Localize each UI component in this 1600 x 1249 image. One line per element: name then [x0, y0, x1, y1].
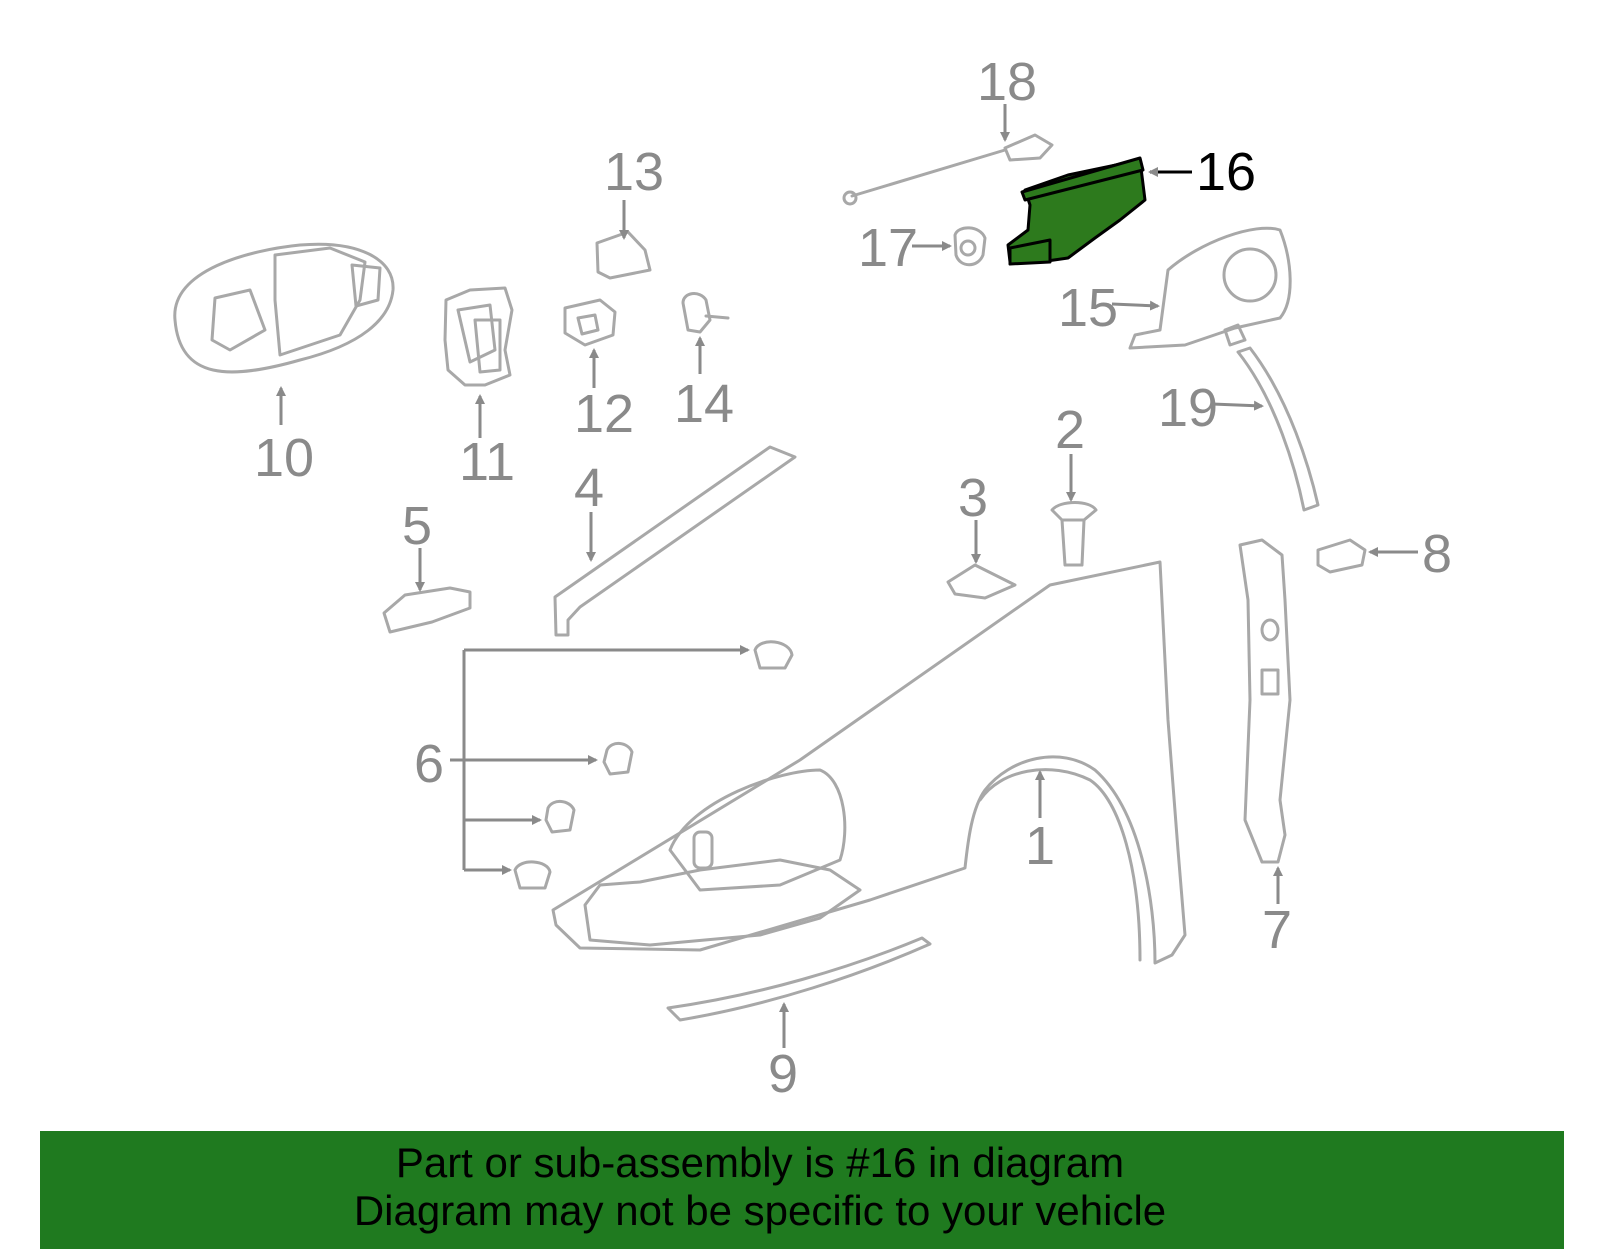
part-14-screw[interactable]: [681, 292, 730, 334]
callout-16: 16: [1196, 142, 1256, 202]
part-7-bracket[interactable]: [1238, 538, 1292, 864]
callout-6: 6: [414, 734, 444, 794]
part-5-bracket[interactable]: [382, 586, 472, 634]
callout-4: 4: [574, 458, 604, 518]
callout-1: 1: [1025, 816, 1055, 876]
part-3-nut-plate[interactable]: [946, 563, 1017, 600]
callout-10: 10: [254, 428, 314, 488]
callout-9: 9: [768, 1044, 798, 1104]
callout-2: 2: [1055, 400, 1085, 460]
banner-part-notice: Part or sub-assembly is #16 in diagram: [395, 1139, 1125, 1186]
part-4-strip[interactable]: [553, 445, 797, 637]
leader-6: [450, 645, 750, 875]
part-10-cover-panel[interactable]: [173, 242, 395, 374]
callout-12: 12: [574, 384, 634, 444]
leader-15: [1111, 300, 1160, 311]
part-19-seal[interactable]: [1236, 346, 1320, 512]
part-6-clip-b[interactable]: [602, 742, 634, 776]
callout-17: 17: [858, 218, 918, 278]
part-11-bracket[interactable]: [443, 286, 514, 387]
leader-19: [1211, 400, 1264, 411]
part-13-bracket[interactable]: [595, 230, 652, 280]
callout-7: 7: [1262, 900, 1292, 960]
info-banner: Part or sub-assembly is #16 in diagram D…: [40, 1131, 1564, 1249]
part-6-clip-a[interactable]: [753, 640, 794, 670]
banner-disclaimer: Diagram may not be specific to your vehi…: [353, 1187, 1167, 1234]
callout-5: 5: [402, 496, 432, 556]
callout-14: 14: [674, 374, 734, 434]
callout-3: 3: [958, 468, 988, 528]
part-18-cable[interactable]: [842, 133, 1054, 206]
part-15-housing[interactable]: [1128, 226, 1292, 350]
callout-11: 11: [459, 432, 515, 492]
callout-18: 18: [977, 52, 1037, 112]
part-6-clip-c[interactable]: [544, 800, 576, 834]
part-6-clip-d[interactable]: [513, 860, 552, 890]
callout-15: 15: [1058, 278, 1118, 338]
callout-8: 8: [1422, 524, 1452, 584]
callout-19: 19: [1158, 378, 1218, 438]
callout-13: 13: [604, 142, 664, 202]
part-1-fender[interactable]: [551, 560, 1187, 965]
part-2-bolt[interactable]: [1050, 501, 1098, 567]
part-16-actuator[interactable]: [1006, 156, 1147, 266]
part-17-grommet[interactable]: [953, 226, 987, 267]
part-8-clip[interactable]: [1316, 538, 1367, 574]
part-12-clip[interactable]: [563, 298, 617, 347]
part-9-moulding[interactable]: [666, 936, 932, 1022]
